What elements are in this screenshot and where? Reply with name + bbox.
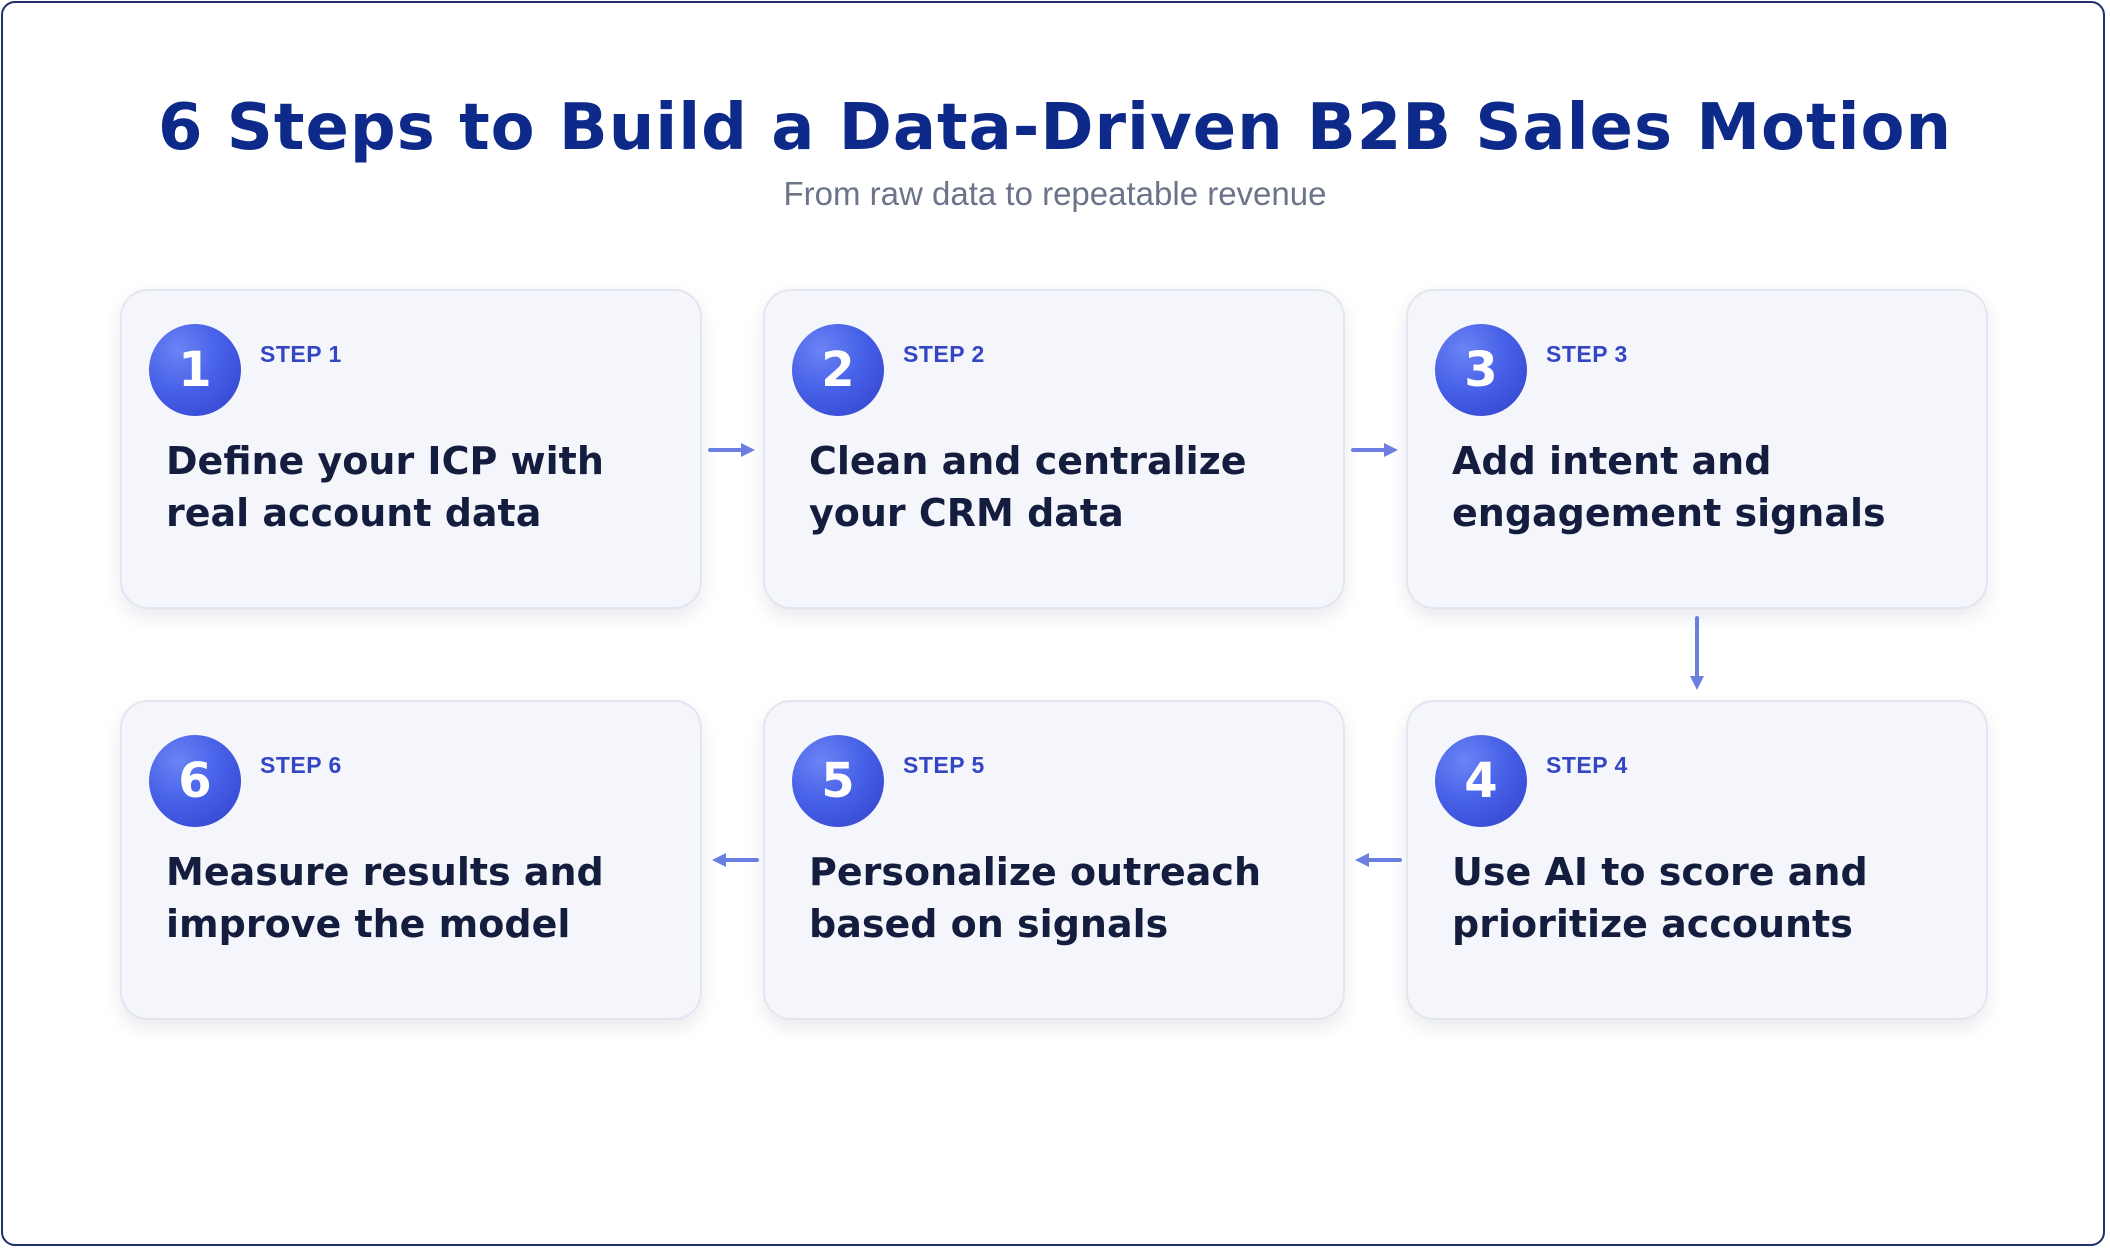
step-label: STEP 4 <box>1546 752 1628 778</box>
step-description: Personalize outreach based on signals <box>809 850 1262 946</box>
step-description: Clean and centralize your CRM data <box>809 439 1247 535</box>
arrowhead-icon <box>712 853 726 867</box>
step-number-badge: 6 <box>149 735 241 827</box>
step-card-4: 4 STEP 4 Use AI to score and prioritize … <box>1406 700 1988 1020</box>
step-number-badge: 1 <box>149 324 241 416</box>
step-description: Define your ICP with real account data <box>166 439 604 535</box>
arrowhead-icon <box>741 443 755 457</box>
step-label: STEP 3 <box>1546 341 1628 367</box>
step-card-6: 6 STEP 6 Measure results and improve the… <box>120 700 702 1020</box>
arrowhead-icon <box>1355 853 1369 867</box>
step-label: STEP 6 <box>260 752 342 778</box>
step-description: Use AI to score and prioritize accounts <box>1452 850 1868 946</box>
step-number-badge: 4 <box>1435 735 1527 827</box>
arrowhead-icon <box>1690 676 1704 690</box>
step-label: STEP 2 <box>903 341 985 367</box>
page-title: 6 Steps to Build a Data-Driven B2B Sales… <box>157 91 1953 165</box>
step-card-1: 1 STEP 1 Define your ICP with real accou… <box>120 289 702 609</box>
step-description: Add intent and engagement signals <box>1452 439 1886 535</box>
step-label: STEP 5 <box>903 752 985 778</box>
step-number-badge: 3 <box>1435 324 1527 416</box>
step-card-5: 5 STEP 5 Personalize outreach based on s… <box>763 700 1345 1020</box>
step-label: STEP 1 <box>260 341 342 367</box>
arrowhead-icon <box>1384 443 1398 457</box>
step-number-badge: 5 <box>792 735 884 827</box>
step-card-3: 3 STEP 3 Add intent and engagement signa… <box>1406 289 1988 609</box>
step-card-2: 2 STEP 2 Clean and centralize your CRM d… <box>763 289 1345 609</box>
page-subtitle: From raw data to repeatable revenue <box>783 175 1327 212</box>
step-number-badge: 2 <box>792 324 884 416</box>
step-description: Measure results and improve the model <box>166 850 604 946</box>
